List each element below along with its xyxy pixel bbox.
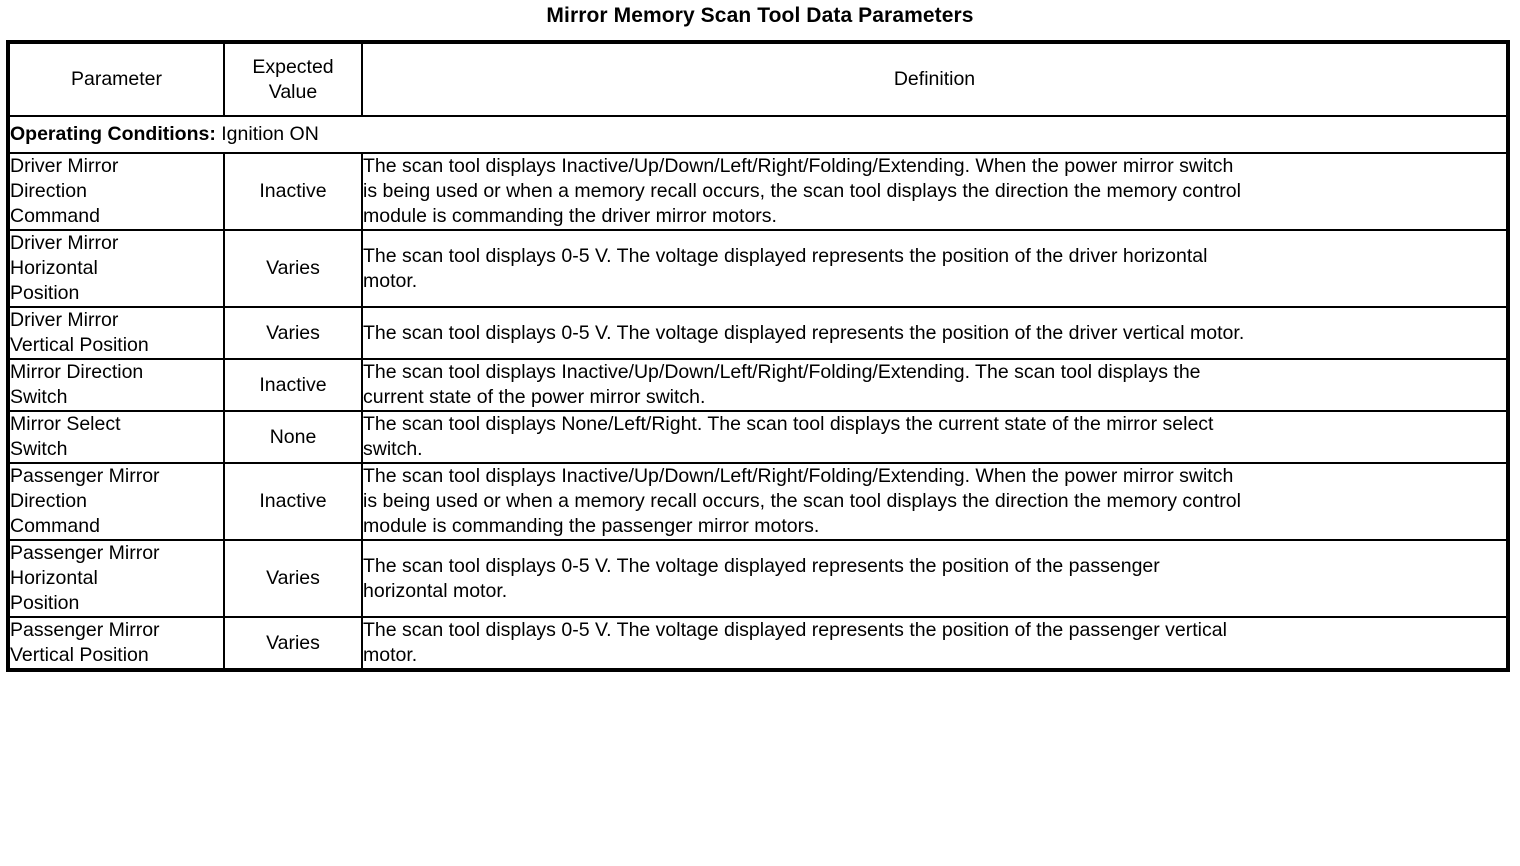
column-header-expected-value-line-2: Value (268, 80, 318, 103)
cell-parameter: Driver Mirror Vertical Position (7, 306, 225, 360)
cell-definition: The scan tool displays Inactive/Up/Down/… (361, 462, 1509, 541)
definition-line: The scan tool displays 0-5 V. The voltag… (363, 244, 1208, 267)
definition-line: The scan tool displays None/Left/Right. … (363, 413, 1214, 435)
parameter-line: Position (10, 592, 80, 614)
cell-definition: The scan tool displays Inactive/Up/Down/… (361, 358, 1509, 412)
cell-expected-value: Inactive (223, 462, 363, 541)
definition-line: module is commanding the passenger mirro… (363, 515, 820, 537)
table-row: Passenger Mirror Vertical Position Varie… (7, 616, 1509, 671)
cell-expected-value: Inactive (223, 358, 363, 412)
parameter-line: Horizontal (10, 567, 98, 589)
parameter-line: Direction (10, 180, 87, 202)
cell-parameter: Mirror Select Switch (7, 410, 225, 464)
definition-line: horizontal motor. (363, 579, 508, 602)
table-row: Mirror Select Switch None The scan tool … (7, 410, 1509, 464)
operating-conditions-row: Operating Conditions: Ignition ON (7, 115, 1509, 154)
cell-definition: The scan tool displays 0-5 V. The voltag… (361, 229, 1509, 308)
cell-definition: The scan tool displays Inactive/Up/Down/… (361, 152, 1509, 231)
cell-expected-value: Varies (223, 539, 363, 618)
operating-conditions-cell: Operating Conditions: Ignition ON (7, 115, 1509, 154)
definition-line: The scan tool displays 0-5 V. The voltag… (363, 321, 1245, 344)
cell-expected-value: Varies (223, 306, 363, 360)
parameter-line: Command (10, 515, 100, 537)
parameter-table: Parameter Expected Value Definition Oper… (6, 40, 1510, 672)
parameter-line: Driver Mirror (10, 309, 119, 331)
parameter-line: Passenger Mirror (10, 542, 160, 564)
column-header-expected-value: Expected Value (223, 41, 363, 117)
table-row: Passenger Mirror Horizontal Position Var… (7, 539, 1509, 618)
cell-parameter: Passenger Mirror Horizontal Position (7, 539, 225, 618)
column-header-parameter: Parameter (7, 41, 225, 117)
definition-line: is being used or when a memory recall oc… (363, 180, 1241, 202)
parameter-line: Switch (10, 438, 68, 460)
cell-parameter: Passenger Mirror Vertical Position (7, 616, 225, 671)
parameter-line: Driver Mirror (10, 155, 119, 177)
cell-definition: The scan tool displays 0-5 V. The voltag… (361, 539, 1509, 618)
definition-line: switch. (363, 438, 423, 460)
parameter-line: Mirror Select (10, 413, 121, 435)
cell-expected-value: None (223, 410, 363, 464)
parameter-line: Driver Mirror (10, 232, 119, 254)
parameter-line: Vertical Position (10, 644, 149, 666)
cell-expected-value: Inactive (223, 152, 363, 231)
parameter-line: Horizontal (10, 257, 98, 279)
table-row: Passenger Mirror Direction Command Inact… (7, 462, 1509, 541)
cell-parameter: Driver Mirror Horizontal Position (7, 229, 225, 308)
definition-line: is being used or when a memory recall oc… (363, 490, 1241, 512)
column-header-definition-line-1: Definition (893, 68, 976, 90)
definition-line: The scan tool displays 0-5 V. The voltag… (363, 619, 1227, 641)
cell-definition: The scan tool displays 0-5 V. The voltag… (361, 306, 1509, 360)
definition-line: current state of the power mirror switch… (363, 386, 706, 408)
definition-line: motor. (363, 269, 418, 292)
cell-definition: The scan tool displays None/Left/Right. … (361, 410, 1509, 464)
column-header-expected-value-line-1: Expected (252, 55, 334, 78)
cell-expected-value: Varies (223, 616, 363, 671)
parameter-line: Passenger Mirror (10, 465, 160, 487)
column-header-parameter-line-1: Parameter (70, 68, 163, 90)
table-row: Mirror Direction Switch Inactive The sca… (7, 358, 1509, 412)
operating-conditions-label: Operating Conditions: (10, 123, 216, 145)
cell-expected-value: Varies (223, 229, 363, 308)
definition-line: The scan tool displays 0-5 V. The voltag… (363, 554, 1160, 577)
definition-line: motor. (363, 644, 418, 666)
cell-parameter: Passenger Mirror Direction Command (7, 462, 225, 541)
table-header-row: Parameter Expected Value Definition (7, 41, 1509, 117)
table-row: Driver Mirror Vertical Position Varies T… (7, 306, 1509, 360)
cell-parameter: Driver Mirror Direction Command (7, 152, 225, 231)
parameter-table-container: Parameter Expected Value Definition Oper… (6, 40, 1510, 672)
operating-conditions-value-text: Ignition ON (221, 123, 319, 145)
table-row: Driver Mirror Horizontal Position Varies… (7, 229, 1509, 308)
parameter-line: Passenger Mirror (10, 619, 160, 641)
parameter-line: Command (10, 205, 100, 227)
cell-parameter: Mirror Direction Switch (7, 358, 225, 412)
table-body: Operating Conditions: Ignition ON Driver… (7, 115, 1509, 671)
cell-definition: The scan tool displays 0-5 V. The voltag… (361, 616, 1509, 671)
definition-line: The scan tool displays Inactive/Up/Down/… (363, 361, 1201, 383)
parameter-line: Mirror Direction (10, 361, 144, 383)
page-title: Mirror Memory Scan Tool Data Parameters (546, 4, 974, 27)
parameter-line: Position (10, 282, 80, 304)
definition-line: The scan tool displays Inactive/Up/Down/… (363, 155, 1234, 177)
column-header-definition: Definition (361, 41, 1509, 117)
definition-line: module is commanding the driver mirror m… (363, 205, 777, 227)
table-header: Parameter Expected Value Definition (7, 41, 1509, 117)
parameter-line: Switch (10, 386, 68, 408)
table-row: Driver Mirror Direction Command Inactive… (7, 152, 1509, 231)
definition-line: The scan tool displays Inactive/Up/Down/… (363, 465, 1234, 487)
parameter-line: Vertical Position (10, 334, 149, 356)
parameter-line: Direction (10, 490, 87, 512)
